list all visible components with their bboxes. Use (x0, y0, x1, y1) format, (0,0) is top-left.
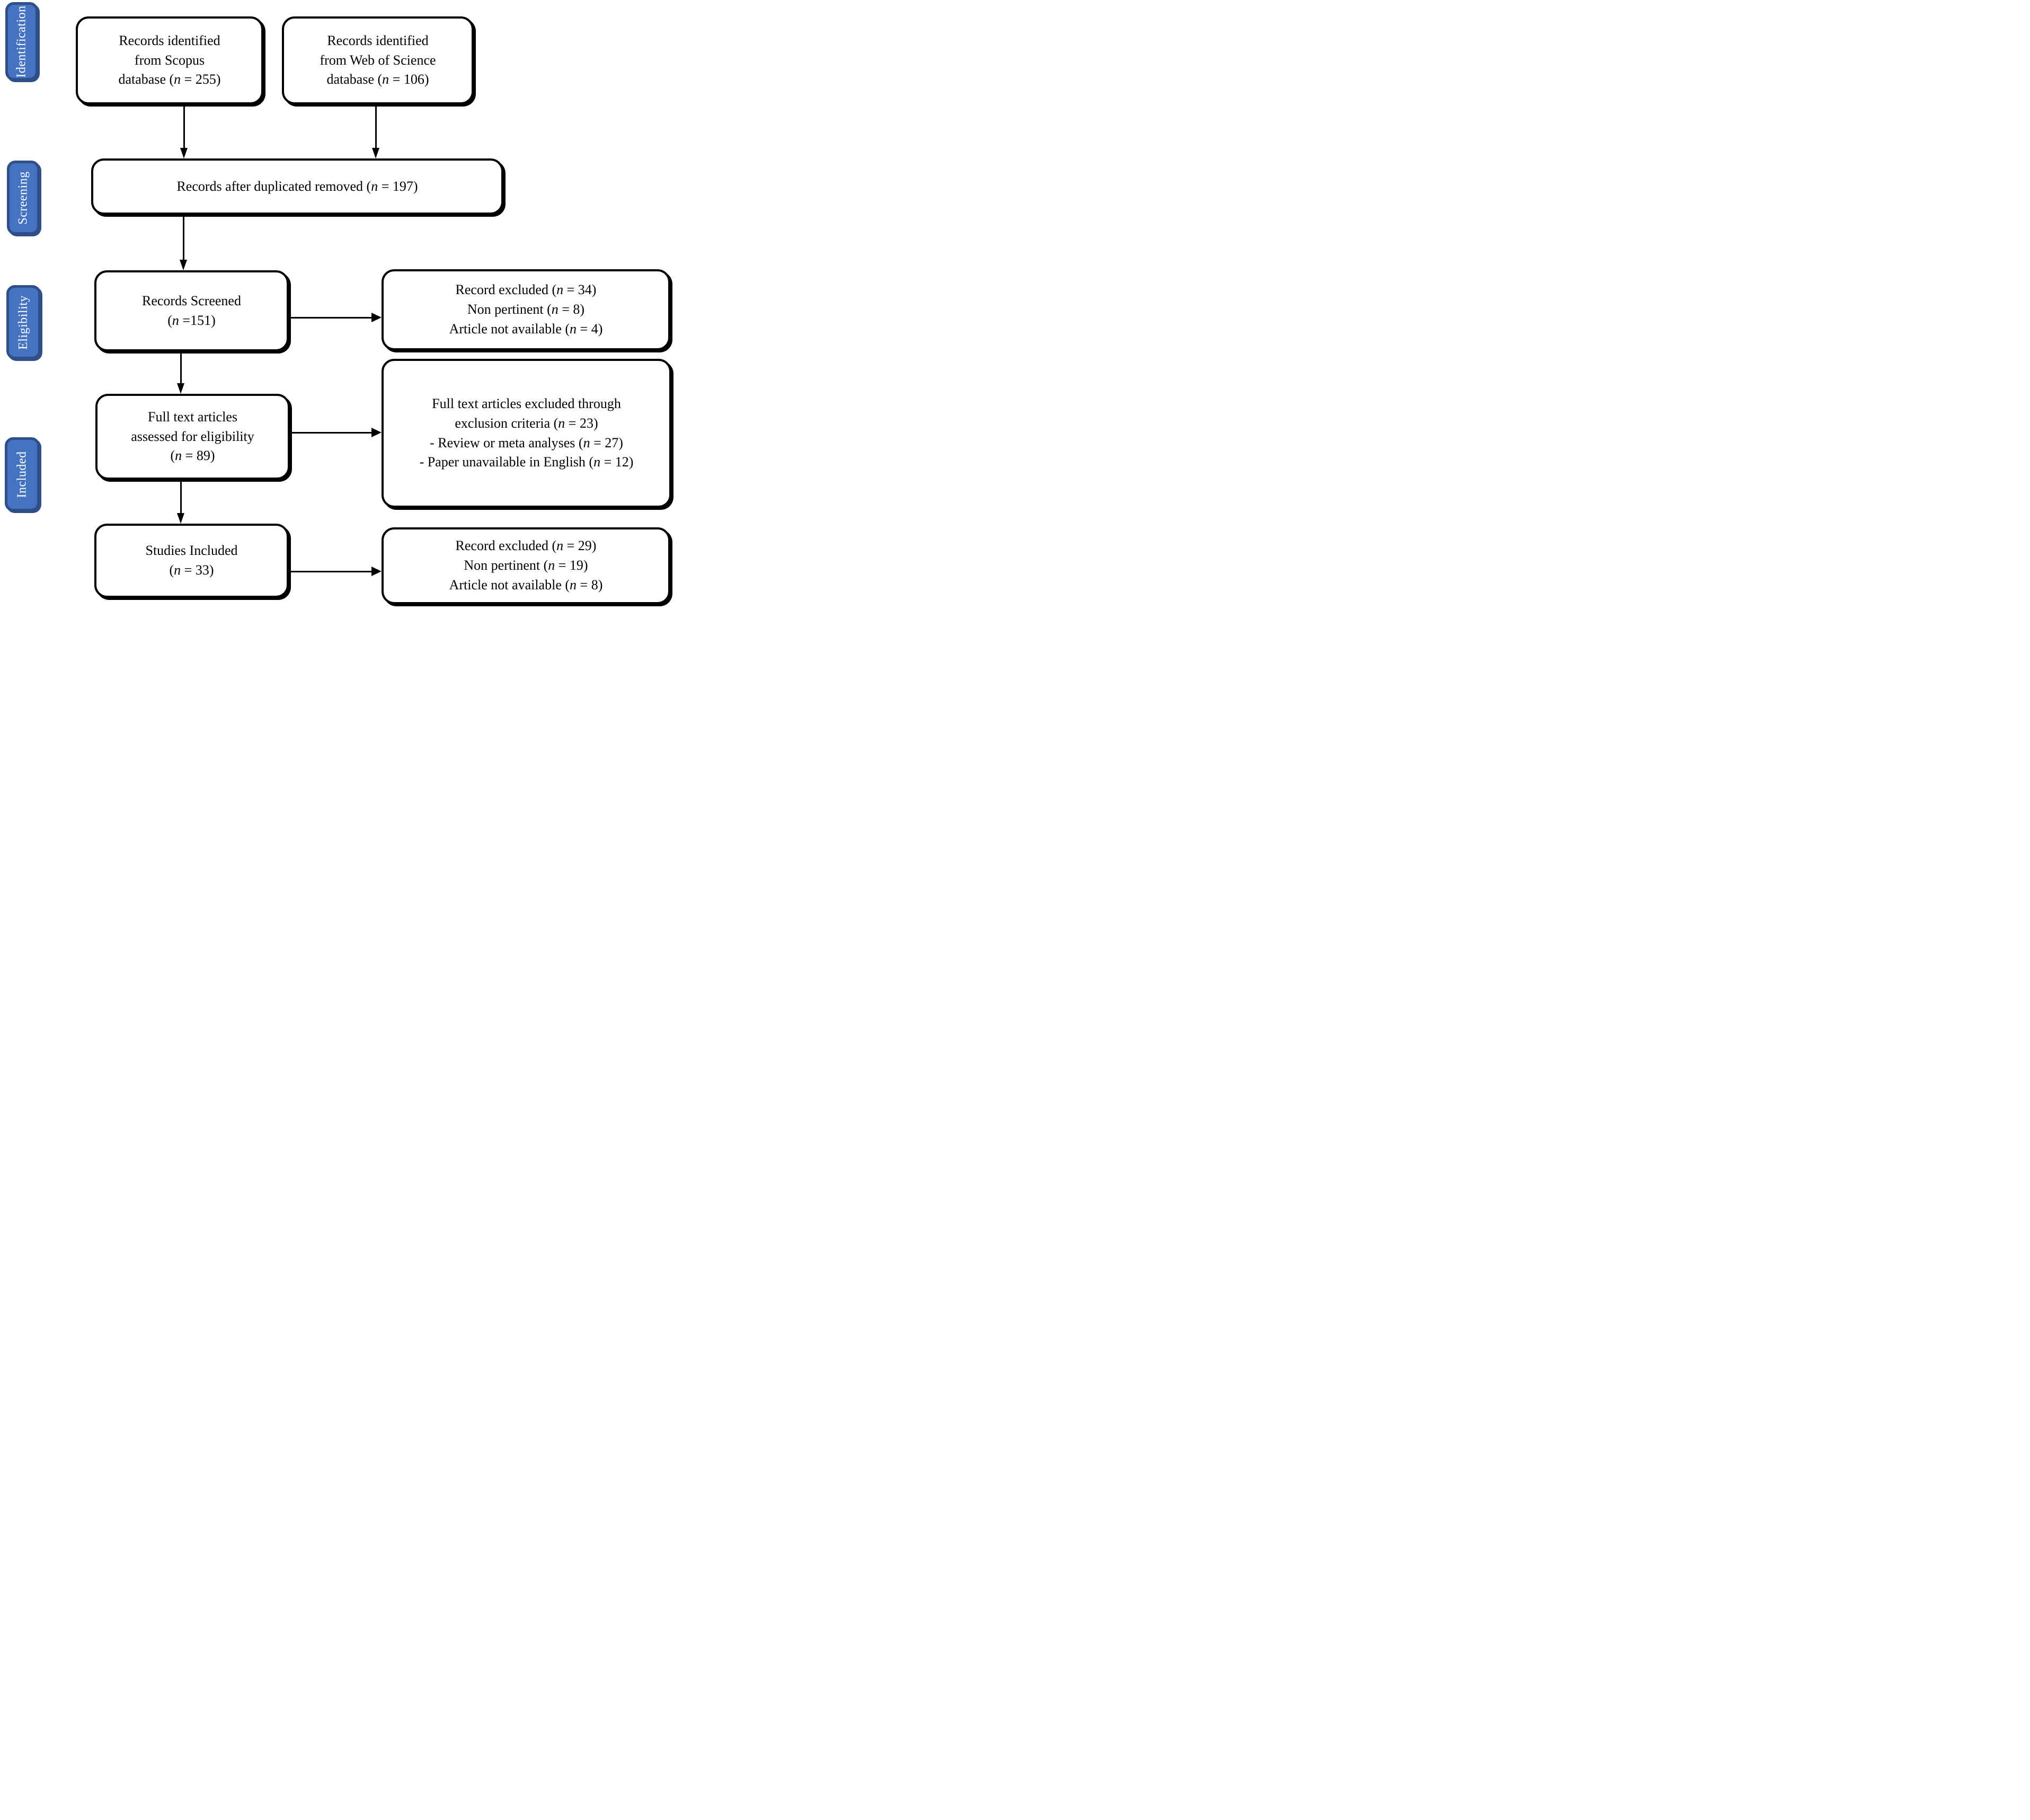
box-text-line: Non pertinent (n = 8) (467, 302, 585, 317)
arrow-included-to-excluded-icon (289, 567, 382, 576)
box-text-line: assessed for eligibility (131, 428, 254, 444)
box-records-excluded-inclusion: Record excluded (n = 29) Non pertinent (… (382, 527, 670, 604)
arrow-stem (180, 351, 182, 383)
box-full-text-excluded: Full text articles excluded through excl… (382, 359, 671, 508)
box-text-line: from Scopus (134, 52, 205, 68)
box-full-text-assessed: Full text articles assessed for eligibil… (95, 394, 290, 480)
box-text-line: Records identified (119, 32, 220, 48)
box-text-line: (n = 89) (170, 448, 215, 464)
box-text-line: Full text articles excluded through (432, 395, 621, 411)
box-text-line: Non pertinent (n = 19) (464, 558, 588, 573)
box-text-line: (n =151) (167, 312, 216, 328)
box-text-line: Full text articles (148, 409, 237, 425)
box-records-screened: Records Screened (n =151) (94, 270, 289, 351)
box-text-line: Article not available (n = 4) (449, 321, 603, 337)
arrow-fulltext-to-excluded-icon (290, 428, 382, 437)
arrow-stem (180, 480, 182, 513)
box-text-line: database (n = 106) (326, 72, 429, 87)
arrow-scopus-to-duplicates-icon (180, 104, 188, 158)
box-records-after-duplicates-removed: Records after duplicated removed (n = 19… (91, 158, 503, 215)
box-text-line: Record excluded (n = 34) (455, 282, 597, 298)
stage-eligibility: Eligibility (6, 285, 41, 359)
arrow-screened-to-excluded-icon (289, 313, 382, 322)
arrow-head-down-icon (180, 260, 187, 270)
box-text-line: (n = 33) (169, 562, 214, 578)
arrow-head-right-icon (371, 428, 382, 437)
box-text-line: Records after duplicated removed (n = 19… (176, 178, 418, 194)
arrow-fulltext-to-included-icon (176, 480, 185, 524)
stage-included: Included (5, 437, 40, 511)
arrow-head-down-icon (372, 148, 379, 158)
arrow-head-right-icon (371, 567, 382, 576)
box-records-identified-scopus: Records identified from Scopus database … (76, 16, 263, 104)
stage-identification-label: Identification (14, 5, 29, 78)
arrow-stem (375, 104, 377, 148)
arrow-stem (290, 431, 371, 434)
prisma-flow-diagram: Identification Screening Eligibility Inc… (0, 0, 677, 607)
stage-screening: Screening (7, 161, 40, 235)
box-studies-included: Studies Included (n = 33) (94, 524, 289, 598)
stage-included-label: Included (15, 451, 29, 498)
box-records-excluded-screening: Record excluded (n = 34) Non pertinent (… (382, 269, 670, 350)
arrow-stem (289, 570, 371, 572)
arrow-stem (182, 215, 184, 260)
box-records-identified-web-of-science: Records identified from Web of Science d… (282, 16, 474, 104)
box-text-line: Records identified (327, 32, 429, 48)
arrow-screened-to-fulltext-icon (176, 351, 185, 394)
stage-eligibility-label: Eligibility (16, 295, 30, 350)
box-text-line: Article not available (n = 8) (449, 577, 603, 593)
stage-identification: Identification (5, 2, 38, 81)
box-text-line: Studies Included (145, 543, 238, 559)
arrow-head-right-icon (371, 313, 382, 322)
arrow-head-down-icon (177, 383, 184, 394)
arrow-stem (183, 104, 185, 148)
arrow-stem (289, 316, 371, 319)
box-text-line: from Web of Science (320, 52, 436, 68)
arrow-duplicates-to-screened-icon (179, 215, 188, 270)
box-text-line: exclusion criteria (n = 23) (455, 415, 598, 431)
arrow-head-down-icon (177, 513, 184, 524)
stage-screening-label: Screening (16, 171, 30, 225)
box-text-line: database (n = 255) (118, 72, 221, 87)
box-text-line: Record excluded (n = 29) (455, 538, 597, 554)
box-text-line: - Review or meta analyses (n = 27) (430, 435, 623, 450)
arrow-wos-to-duplicates-icon (371, 104, 380, 158)
box-text-line: Records Screened (142, 293, 241, 308)
box-text-line: - Paper unavailable in English (n = 12) (419, 454, 634, 470)
arrow-head-down-icon (180, 148, 188, 158)
